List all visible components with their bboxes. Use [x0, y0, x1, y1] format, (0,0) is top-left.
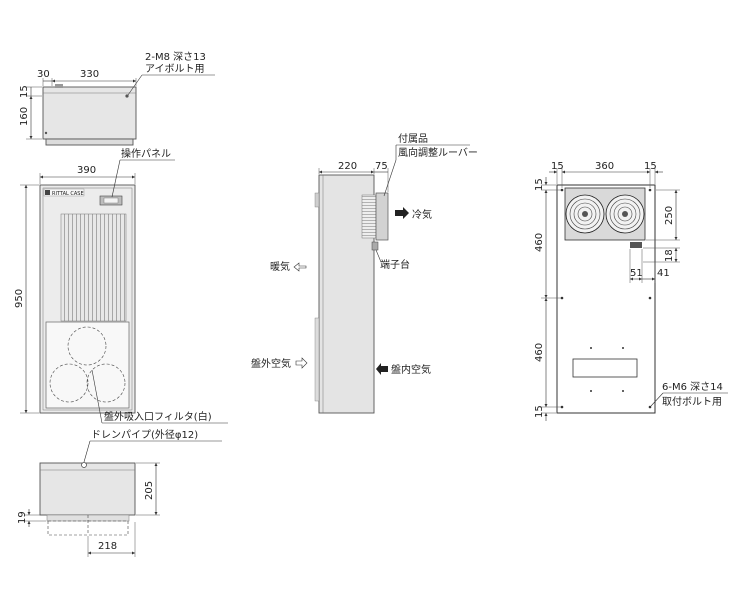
- fan-circle-left: [49, 363, 89, 403]
- dim-top-width: 330: [80, 69, 99, 80]
- drain-cutout: [572, 358, 638, 378]
- warm-air-arrow-icon: [293, 262, 307, 272]
- fan-circle-right: [86, 363, 126, 403]
- callout-drain-pipe: ドレンパイプ(外径φ12): [91, 428, 198, 441]
- callout-mount-bolt-1: 6-M6 深さ14: [662, 381, 723, 393]
- label-inside-air: 盤内空気: [391, 363, 431, 376]
- panel-outline: [556, 184, 656, 414]
- callout-intake-filter: 盤外吸入口フィルタ(白): [104, 410, 212, 423]
- label-warm-air: 暖気: [270, 260, 290, 273]
- dim-top-height: 160: [19, 107, 30, 126]
- drain-outlet: [81, 462, 87, 468]
- dim-front-width: 390: [77, 165, 96, 176]
- terminal-block: [371, 241, 379, 251]
- dim-side-louver: 75: [375, 161, 388, 172]
- bottom-view: 205 19 218: [17, 462, 160, 557]
- terminal-opening: [630, 242, 642, 248]
- dim-cutout-upper: 460: [534, 233, 545, 252]
- top-view: 30 330 15 160 2-M8 深さ13 アイボルト用: [19, 51, 215, 146]
- dim-bottom-19: 19: [17, 511, 28, 524]
- bolt-hole: [560, 296, 564, 300]
- callout-accessory-1: 付属品: [398, 132, 428, 145]
- dim-side-depth: 220: [338, 161, 357, 172]
- louver: [361, 194, 377, 239]
- front-view: RITTAL CASE 390 950 操作パネル 盤外吸入口フィルタ(白) ド…: [14, 147, 228, 463]
- bolt-hole: [648, 188, 652, 192]
- fan-right-icon: [605, 194, 645, 234]
- dim-bottom-height: 205: [144, 481, 155, 500]
- dim-bottom-width: 218: [98, 541, 117, 552]
- dim-cutout-bottom: 15: [534, 405, 545, 418]
- inside-air-arrow-icon: [376, 363, 388, 375]
- top-view-plinth: [45, 138, 134, 146]
- label-cold-air: 冷気: [412, 208, 432, 221]
- cold-air-arrow-icon: [395, 207, 409, 219]
- panel-cutout-view: 15 360 15 15 460 460 15 250 18 51 41: [534, 161, 728, 421]
- dim-cutout-margin-left: 15: [551, 161, 564, 172]
- intake-filter: [45, 321, 130, 409]
- dim-fan-height: 250: [664, 206, 675, 225]
- dim-terminal-18: 18: [664, 249, 675, 262]
- side-view: 220 75 付属品 風向調整ルーバー 冷気 端子台 暖気 盤外空気 盤内空気: [251, 132, 478, 414]
- fan-left-icon: [565, 194, 605, 234]
- dim-51: 51: [630, 268, 643, 279]
- bolt-hole: [648, 296, 652, 300]
- dim-cutout-margin-right: 15: [644, 161, 657, 172]
- bottom-view-body: [39, 462, 136, 516]
- callout-mount-bolt-2: 取付ボルト用: [662, 395, 722, 408]
- bolt-hole: [560, 405, 564, 409]
- bolt-hole: [560, 188, 564, 192]
- top-view-body: [42, 86, 137, 140]
- dim-cutout-lower: 460: [534, 343, 545, 362]
- dim-top-15: 15: [19, 85, 30, 98]
- callout-accessory-2: 風向調整ルーバー: [398, 146, 478, 159]
- brand-label: RITTAL CASE: [52, 191, 84, 197]
- dim-cutout-width: 360: [595, 161, 614, 172]
- dim-cutout-top: 15: [534, 178, 545, 191]
- label-outside-air: 盤外空気: [251, 357, 291, 370]
- dim-41: 41: [657, 268, 670, 279]
- callout-control-panel: 操作パネル: [121, 147, 171, 160]
- fan-circle-top: [67, 326, 107, 366]
- callout-eyebolt-2: アイボルト用: [145, 63, 205, 75]
- label-terminal-block: 端子台: [380, 258, 410, 271]
- brand-plate: [43, 188, 85, 197]
- callout-eyebolt-1: 2-M8 深さ13: [145, 51, 206, 63]
- bolt-hole: [648, 405, 652, 409]
- dim-front-height: 950: [14, 289, 25, 308]
- exhaust-grille: [60, 213, 127, 322]
- dim-top-offset: 30: [37, 69, 50, 80]
- eyebolt-hole: [125, 94, 129, 98]
- outside-air-arrow-icon: [295, 357, 308, 369]
